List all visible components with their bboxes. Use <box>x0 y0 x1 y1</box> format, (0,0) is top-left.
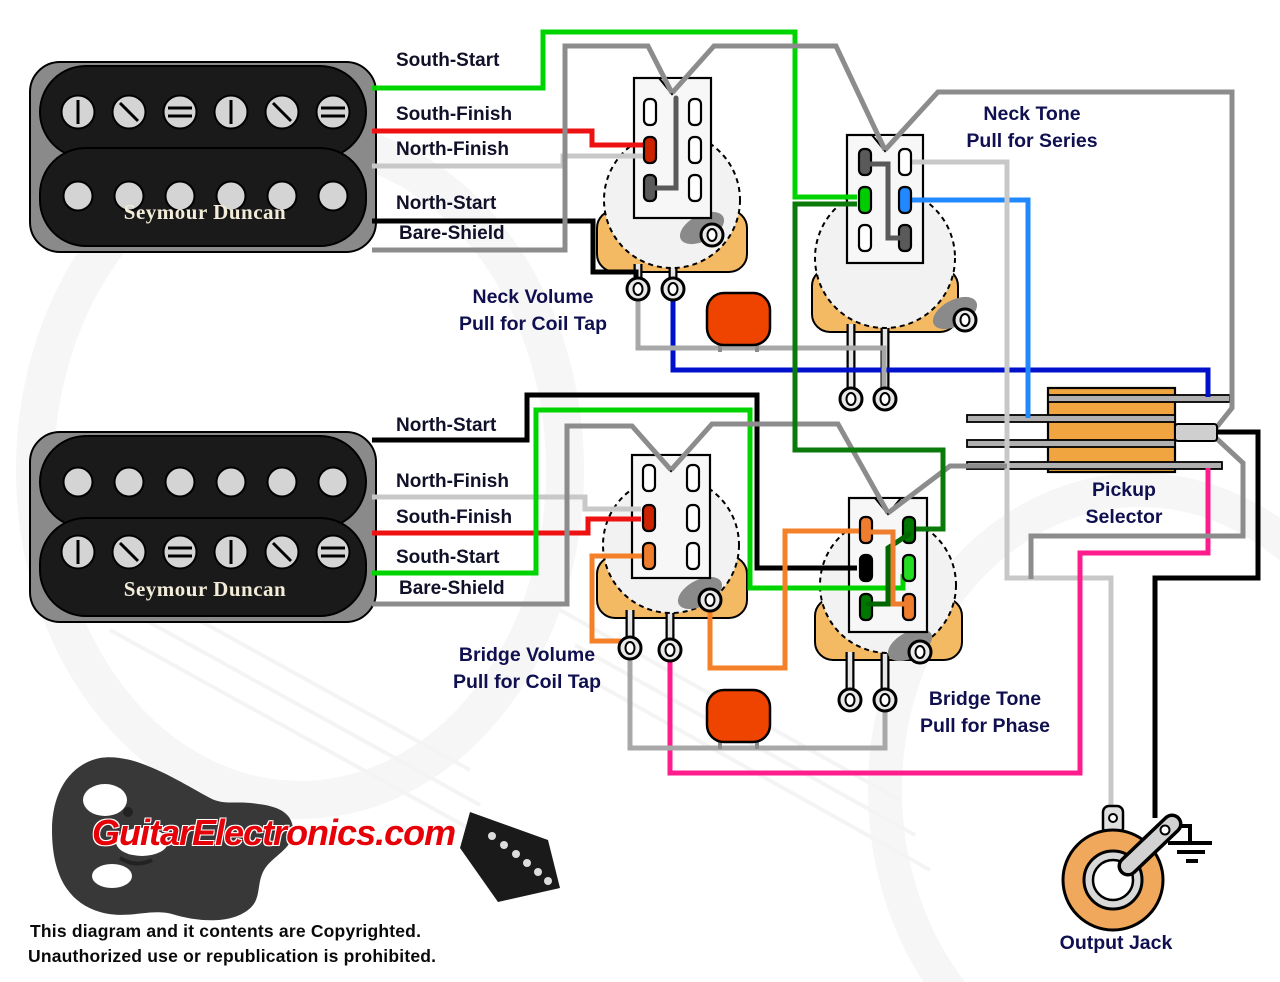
bridge-wire-label-south-start: South-Start <box>396 547 500 568</box>
capacitor-1 <box>705 291 772 352</box>
bridge-tone-pot-lugs <box>837 515 933 713</box>
neck-wire-label-bare-shield: Bare-Shield <box>399 223 505 244</box>
neck-wire-label-south-start: South-Start <box>396 50 500 71</box>
bridge-wire-label-south-finish: South-Finish <box>396 507 513 528</box>
bridge-volume-function: Pull for Coil Tap <box>452 671 602 693</box>
neck-wire-label-north-finish: North-Finish <box>396 139 509 160</box>
bridge-volume-name: Bridge Volume <box>458 644 596 666</box>
bridge-wire-label-north-finish: North-Finish <box>396 471 509 492</box>
logo-site-text: GuitarElectronics.com <box>92 812 456 853</box>
bridge-coiltap-orange-wire <box>589 553 645 644</box>
bridge-south-finish-wire <box>372 516 641 536</box>
neck-vol-to-selector-wire <box>670 298 1211 397</box>
ground-bus-bridge2 <box>886 463 1007 515</box>
bridge-volume-label: Bridge Volume Pull for Coil Tap <box>453 642 601 696</box>
bridge-volume-pot <box>596 453 748 650</box>
neck-south-start-wire <box>372 29 857 200</box>
neck-volume-function: Pull for Coil Tap <box>458 313 608 335</box>
ground-bus-right <box>883 89 1235 430</box>
neck-wire-label-north-start: North-Start <box>396 193 497 214</box>
neck-wire-label-south-finish: South-Finish <box>396 104 513 125</box>
pickup-selector-switch <box>966 386 1231 474</box>
copyright-line-2: Unauthorized use or republication is pro… <box>28 946 437 966</box>
neck-volume-pot <box>596 76 748 289</box>
bridge-wire-label-bare-shield: Bare-Shield <box>399 578 505 599</box>
capacitor-2 <box>705 688 772 749</box>
selector-output-black-wire <box>1152 429 1261 818</box>
logo-headstock-art <box>460 812 560 902</box>
neck-tone-pot-lugs <box>838 147 978 412</box>
bridge-wire-label-north-start: North-Start <box>396 415 497 436</box>
ground-bus-bridge <box>669 421 891 515</box>
neck-tone-to-jack-wire <box>905 159 1114 812</box>
neck-tone-to-selector-wire <box>905 197 1031 418</box>
bridge-vol-to-selector-pink-wire <box>667 468 1211 776</box>
ground-bus-neck <box>670 43 888 152</box>
bridge-tone-function: Pull for Phase <box>919 715 1051 737</box>
ground-symbol <box>1168 841 1212 863</box>
neck-volume-name: Neck Volume <box>472 286 594 308</box>
output-jack <box>1061 804 1183 932</box>
bridge-tone-name: Bridge Tone <box>928 688 1042 710</box>
neck-volume-label: Neck Volume Pull for Coil Tap <box>459 284 607 338</box>
neck-tone-function: Pull for Series <box>966 130 1098 152</box>
neck-pickup <box>29 61 377 253</box>
selector-output-lug <box>1174 423 1218 442</box>
bridge-orange-link-wire <box>707 528 859 671</box>
selector-ground-gray-wire <box>1028 436 1246 579</box>
copyright-line-1: This diagram and it contents are Copyrig… <box>30 921 422 941</box>
pickup-selector-line2: Selector <box>1085 506 1163 528</box>
series-dark-green-wire <box>792 201 946 532</box>
bridge-pickup <box>29 431 377 623</box>
neck-volume-pot-lugs <box>625 95 725 302</box>
neck-south-finish-wire <box>372 128 645 148</box>
pickup-selector-label: Pickup Selector <box>1086 477 1163 531</box>
neck-pickup-brand: Seymour Duncan <box>123 200 287 224</box>
bridge-tone-label: Bridge Tone Pull for Phase <box>920 686 1050 740</box>
logo-guitar-body-art <box>52 757 294 921</box>
bridge-north-start-wire <box>372 392 857 571</box>
neck-tone-pot <box>811 133 978 399</box>
neck-cap-bus <box>635 292 887 390</box>
neck-tone-name: Neck Tone <box>983 103 1081 125</box>
neck-bare-shield-wire <box>372 43 675 253</box>
neck-tone-label: Neck Tone Pull for Series <box>966 101 1097 155</box>
bridge-north-finish-wire <box>372 494 641 512</box>
bridge-south-start-wire <box>372 407 906 591</box>
bridge-pickup-brand: Seymour Duncan <box>123 577 287 601</box>
pickup-selector-line1: Pickup <box>1092 479 1156 501</box>
bridge-volume-pot-lugs <box>617 463 723 663</box>
output-jack-label: Output Jack <box>1059 932 1173 954</box>
neck-north-start-wire <box>372 218 639 281</box>
bridge-bare-shield-wire <box>372 423 673 607</box>
